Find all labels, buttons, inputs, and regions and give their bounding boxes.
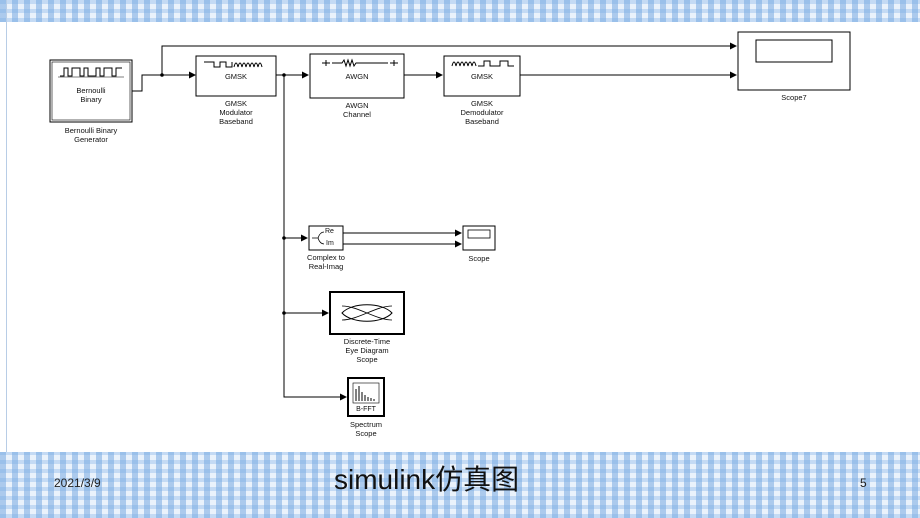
- port-im-label: Im: [326, 240, 334, 247]
- sine-wave-icon: [233, 62, 263, 68]
- square-wave-icon: [478, 60, 514, 67]
- sine-wave-icon: [451, 61, 477, 67]
- bernoulli-label: Bernoulli Binary Generator: [64, 126, 118, 144]
- slide-page-number: 5: [860, 476, 867, 490]
- noise-icon: [332, 58, 388, 68]
- gmsk-demodulator-block[interactable]: [443, 55, 521, 97]
- branch-points: [160, 73, 286, 315]
- bernoulli-block[interactable]: [49, 59, 133, 123]
- square-wave-icon: [204, 61, 233, 68]
- scope-label: Scope: [468, 254, 490, 263]
- eye-diagram-label: Discrete-Time Eye Diagram Scope: [343, 337, 391, 364]
- gmsk-demodulator-label: GMSK Demodulator Baseband: [460, 99, 504, 126]
- split-icon: [312, 231, 325, 245]
- eye-diagram-scope-block[interactable]: [329, 291, 405, 335]
- left-divider: [6, 0, 7, 452]
- awgn-label: AWGN Channel: [343, 101, 371, 119]
- port-re-label: Re: [325, 228, 334, 235]
- slide-title: simulink仿真图: [334, 464, 520, 495]
- complex-to-real-imag-block[interactable]: [308, 225, 344, 251]
- scope7-block[interactable]: [737, 31, 851, 91]
- gmsk-modulator-block-text: GMSK: [224, 72, 248, 81]
- signal-lines: [132, 42, 737, 401]
- eye-icon: [341, 304, 393, 322]
- gmsk-demodulator-block-text: GMSK: [470, 72, 494, 81]
- spectrum-bars-icon: [355, 386, 375, 401]
- slide-date: 2021/3/9: [54, 476, 101, 490]
- gmsk-modulator-block[interactable]: [195, 55, 277, 97]
- awgn-channel-block[interactable]: [309, 53, 405, 99]
- spectrum-block-text: B-FFT: [356, 406, 376, 413]
- spectrum-label: Spectrum Scope: [349, 420, 383, 438]
- top-pattern-band: [0, 0, 920, 22]
- spectrum-scope-block[interactable]: [347, 377, 385, 417]
- pulse-train-icon: [60, 67, 122, 77]
- scope-block[interactable]: [462, 225, 496, 251]
- bottom-pattern-band: [0, 452, 920, 518]
- scope7-label: Scope7: [781, 93, 807, 102]
- bernoulli-block-text: Bernoulli Binary: [76, 86, 106, 104]
- gmsk-modulator-label: GMSK Modulator Baseband: [219, 99, 253, 126]
- simulink-diagram: [49, 31, 851, 417]
- awgn-block-text: AWGN: [345, 72, 369, 81]
- complex-label: Complex to Real-Imag: [307, 253, 345, 271]
